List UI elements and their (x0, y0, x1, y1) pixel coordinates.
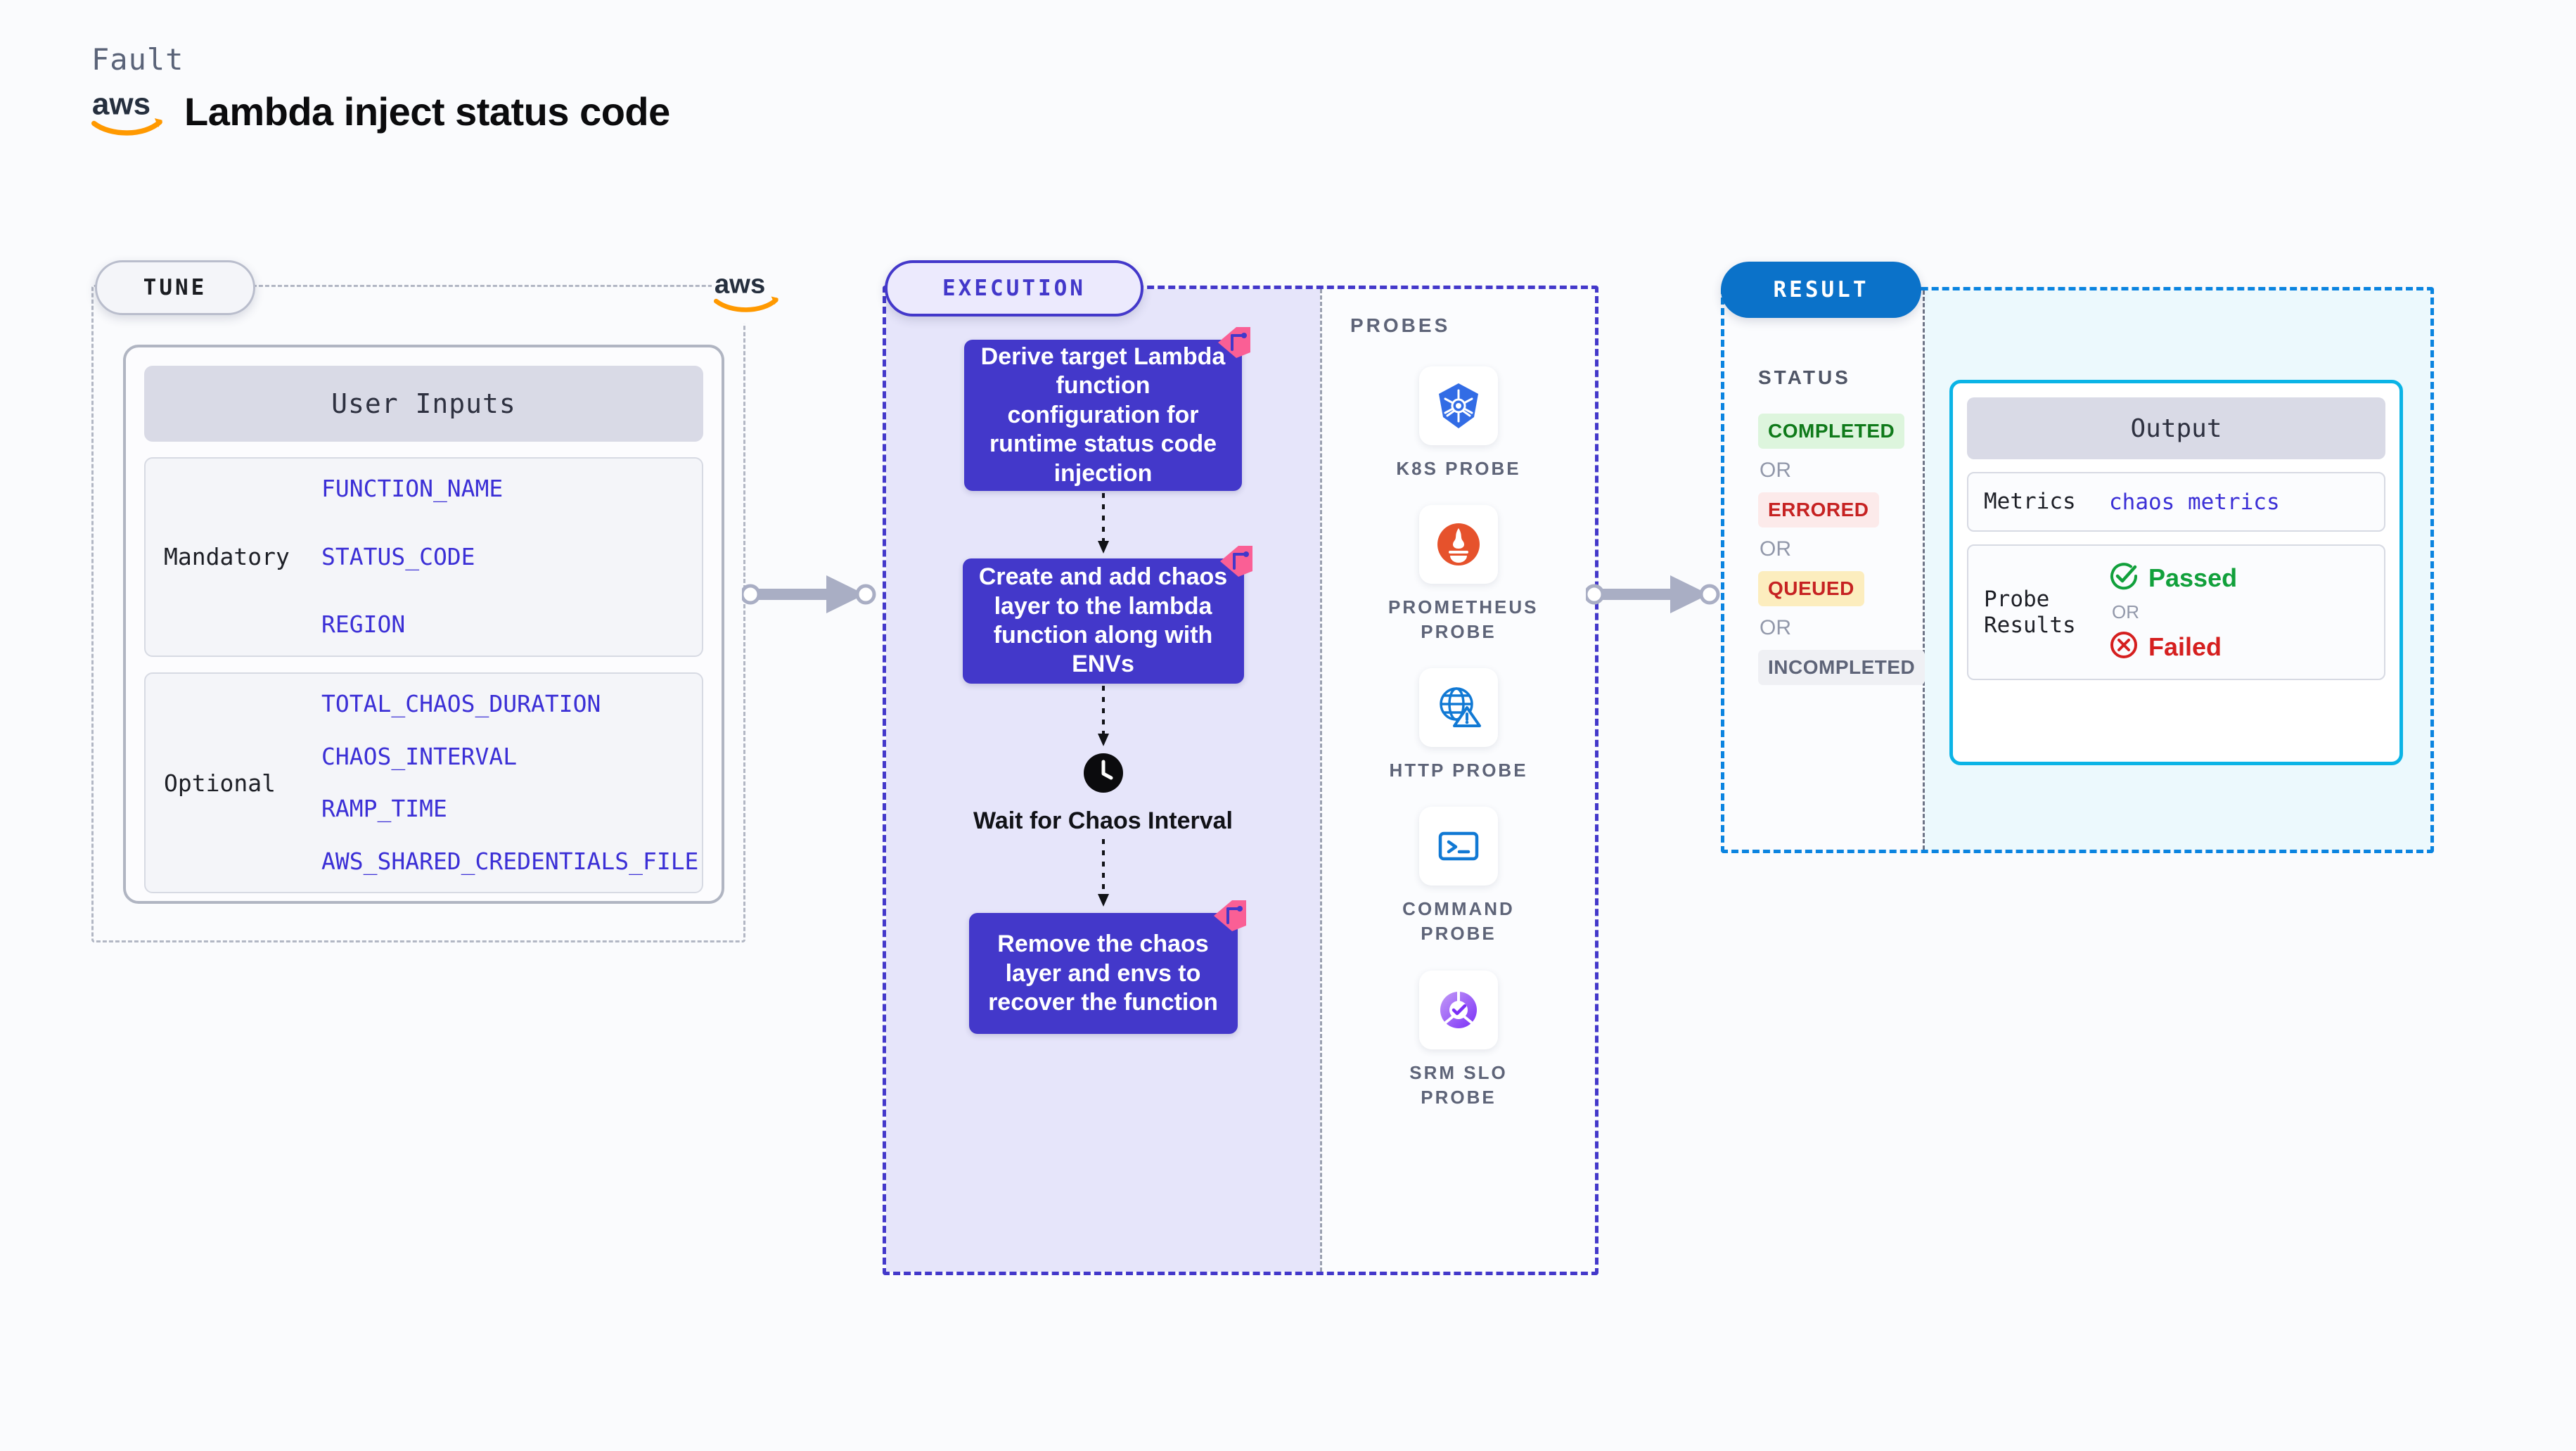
tune-badge[interactable]: TUNE (95, 260, 255, 315)
svg-text:aws: aws (92, 87, 150, 122)
execution-step-1-text: Derive target Lambda function configurat… (980, 343, 1226, 487)
http-globe-warning-icon (1418, 668, 1498, 748)
probe-results-key: Probe Results (1984, 586, 2076, 638)
status-or-1: OR (1760, 459, 1791, 482)
field-total-chaos-duration: TOTAL_CHAOS_DURATION (321, 689, 601, 717)
svg-text:aws: aws (714, 269, 764, 300)
fault-kind-label: Fault (91, 42, 184, 77)
probe-prometheus[interactable]: PROMETHEUS PROBE (1388, 505, 1539, 644)
probe-srm-slo-label: SRM SLO PROBE (1409, 1061, 1508, 1108)
execution-step-3-text: Remove the chaos layer and envs to recov… (988, 931, 1218, 1016)
flow-arrow-1 (886, 491, 1320, 558)
passed-label: Passed (2148, 563, 2238, 592)
execution-step-2: Create and add chaos layer to the lambda… (962, 546, 1252, 684)
srm-slo-icon (1419, 970, 1498, 1049)
connector-tune-to-execution (740, 570, 890, 622)
output-card: Output Metrics chaos metrics Probe Resul… (1949, 380, 2403, 765)
probe-command[interactable]: COMMAND PROBE (1388, 807, 1529, 946)
x-circle-icon (2109, 630, 2139, 663)
field-chaos-interval: CHAOS_INTERVAL (321, 742, 518, 770)
probe-http[interactable]: HTTP PROBE (1389, 668, 1527, 783)
status-badge-queued: QUEUED (1758, 571, 1864, 606)
terminal-icon (1419, 807, 1498, 886)
mandatory-label: Mandatory (164, 543, 290, 571)
execution-step-3: Remove the chaos layer and envs to recov… (968, 900, 1246, 1035)
flow-arrow-2 (886, 684, 1320, 751)
wait-for-chaos-interval-node: Wait for Chaos Interval (886, 753, 1320, 836)
page-header: Fault aws Lambda inject status code (91, 42, 670, 139)
status-badge-completed: COMPLETED (1758, 414, 1905, 449)
failed-label: Failed (2148, 632, 2222, 661)
wait-node-label: Wait for Chaos Interval (973, 807, 1233, 834)
output-title: Output (1967, 397, 2385, 459)
prometheus-icon (1419, 505, 1498, 584)
status-badge-errored: ERRORED (1758, 492, 1879, 528)
execution-badge[interactable]: EXECUTION (885, 260, 1143, 317)
status-or-3: OR (1760, 616, 1791, 639)
optional-group: Optional TOTAL_CHAOS_DURATION CHAOS_INTE… (144, 672, 703, 894)
tune-panel (91, 285, 745, 942)
probe-result-or: OR (2112, 601, 2139, 623)
status-or-2: OR (1760, 537, 1791, 561)
probe-srm-slo[interactable]: SRM SLO PROBE (1388, 970, 1529, 1110)
field-status-code: STATUS_CODE (321, 542, 475, 570)
probe-result-passed: Passed (2109, 561, 2237, 594)
mandatory-group: Mandatory FUNCTION_NAME STATUS_CODE REGI… (144, 457, 703, 657)
clock-icon (1083, 753, 1124, 797)
probe-result-failed: Failed (2109, 630, 2237, 663)
probe-command-label: COMMAND PROBE (1402, 898, 1515, 945)
user-inputs-card: User Inputs Mandatory FUNCTION_NAME STAT… (123, 345, 724, 904)
probe-prometheus-label: PROMETHEUS PROBE (1388, 596, 1539, 643)
tune-provider-logo-icon: aws (712, 259, 786, 324)
check-circle-icon (2109, 561, 2139, 594)
aws-logo-icon: aws (91, 84, 169, 139)
output-probe-results-row: Probe Results Passed OR (1967, 544, 2385, 681)
status-list: COMPLETED OR ERRORED OR QUEUED OR INCOMP… (1758, 414, 1925, 685)
result-status-column (1724, 290, 1925, 850)
kubernetes-icon (1418, 366, 1498, 445)
metrics-key: Metrics (1984, 489, 2076, 514)
result-badge[interactable]: RESULT (1721, 262, 1921, 318)
metrics-value-link[interactable]: chaos metrics (2109, 489, 2280, 515)
field-region: REGION (321, 611, 406, 639)
probe-k8s-label: K8S PROBE (1396, 458, 1521, 479)
field-function-name: FUNCTION_NAME (321, 475, 504, 502)
user-inputs-title: User Inputs (144, 366, 703, 442)
probe-k8s[interactable]: K8S PROBE (1396, 366, 1520, 481)
execution-panel: Derive target Lambda function configurat… (883, 286, 1598, 1275)
optional-label: Optional (164, 769, 276, 797)
field-aws-shared-credentials-file: AWS_SHARED_CREDENTIALS_FILE (321, 847, 699, 875)
execution-step-2-text: Create and add chaos layer to the lambda… (978, 563, 1228, 678)
output-metrics-row: Metrics chaos metrics (1967, 472, 2385, 532)
status-title: STATUS (1758, 366, 1851, 388)
page-title: Lambda inject status code (184, 89, 670, 134)
execution-step-1: Derive target Lambda function configurat… (964, 327, 1250, 491)
flow-arrow-3 (886, 836, 1320, 913)
probes-title: PROBES (1350, 314, 1451, 336)
field-ramp-time: RAMP_TIME (321, 795, 447, 823)
probes-column: PROBES (1320, 289, 1595, 1272)
connector-execution-to-result (1584, 570, 1734, 622)
execution-flow-column: Derive target Lambda function configurat… (886, 289, 1320, 1272)
probe-http-label: HTTP PROBE (1389, 760, 1528, 781)
status-badge-incompleted: INCOMPLETED (1758, 650, 1925, 685)
